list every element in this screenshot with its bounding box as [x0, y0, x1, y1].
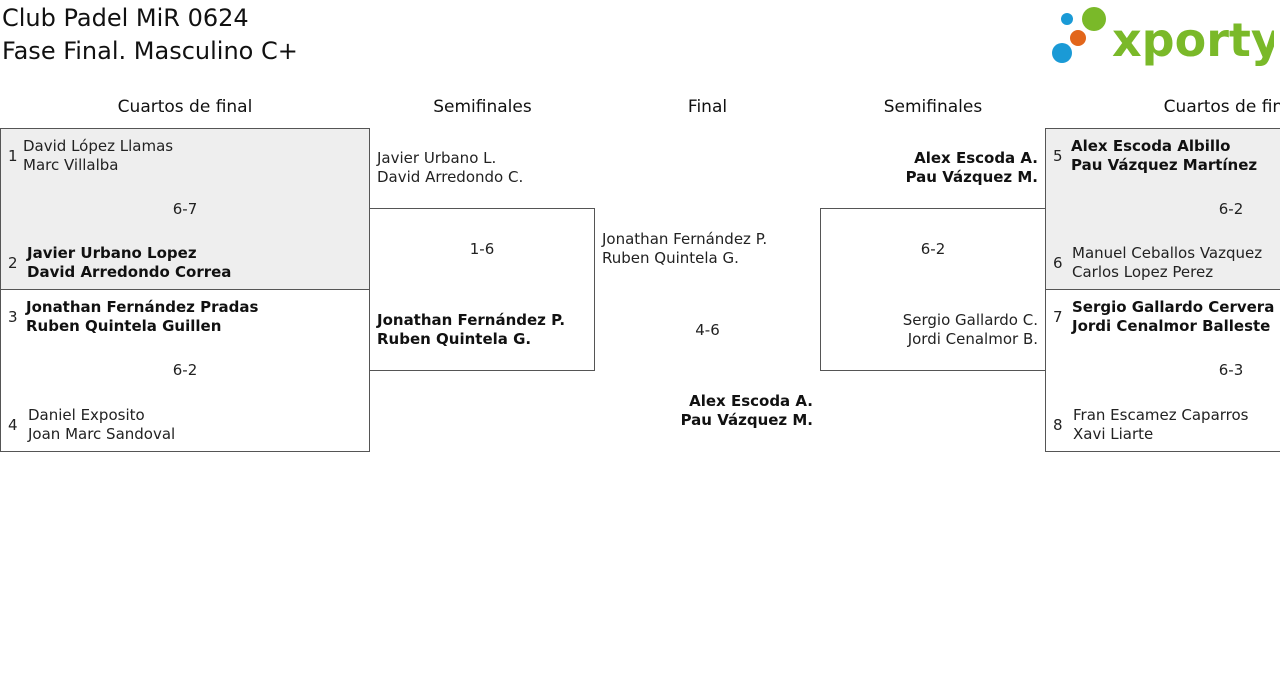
- match-score: 6-7: [172, 200, 198, 218]
- player-name: Pau Vázquez Martínez: [1071, 156, 1258, 174]
- match-sf-left: 1-6 Jonathan Fernández P. Ruben Quintela…: [369, 208, 595, 371]
- player-name: Sergio Gallardo C.: [902, 311, 1038, 329]
- player-name: Marc Villalba: [23, 156, 119, 174]
- round-header-sf-right: Semifinales: [883, 97, 983, 117]
- match-score: 1-6: [469, 240, 495, 258]
- champion-pair: Alex Escoda A. Pau Vázquez M.: [595, 392, 813, 430]
- player-name: Jordi Cenalmor B.: [907, 330, 1038, 348]
- seed-number: 5: [1053, 147, 1063, 165]
- team-pair: Daniel Exposito Joan Marc Sandoval: [28, 406, 175, 444]
- match-qf-right-1: 5 Alex Escoda Albillo Pau Vázquez Martín…: [1045, 128, 1280, 290]
- player-name: Sergio Gallardo Cervera: [1072, 298, 1275, 316]
- round-header-final: Final: [687, 97, 728, 117]
- player-name: Jonathan Fernández Pradas: [26, 298, 259, 316]
- page-title: Club Padel MiR 0624: [2, 4, 249, 32]
- player-name: Jonathan Fernández P.: [602, 230, 768, 248]
- round-header-qf-right: Cuartos de final: [1163, 97, 1280, 117]
- seed-number: 2: [8, 254, 18, 272]
- player-name: Joan Marc Sandoval: [28, 425, 176, 443]
- logo-text: xporty: [1112, 13, 1274, 66]
- player-name: Ruben Quintela Guillen: [26, 317, 222, 335]
- match-sf-right: 6-2 Sergio Gallardo C. Jordi Cenalmor B.: [820, 208, 1046, 371]
- round-header-qf-left: Cuartos de final: [117, 97, 253, 117]
- player-name: Manuel Ceballos Vazquez: [1072, 244, 1263, 262]
- seed-number: 4: [8, 416, 18, 434]
- match-score: 6-2: [920, 240, 946, 258]
- page-subtitle: Fase Final. Masculino C+: [2, 37, 298, 65]
- match-qf-right-2: 7 Sergio Gallardo Cervera Jordi Cenalmor…: [1045, 289, 1280, 452]
- seed-number: 7: [1053, 308, 1063, 326]
- logo-dot-blue: [1052, 43, 1072, 63]
- team-pair: David López Llamas Marc Villalba: [23, 137, 173, 175]
- round-header-sf-left: Semifinales: [433, 97, 532, 117]
- team-pair-winner: Alex Escoda A. Pau Vázquez M.: [820, 149, 1038, 187]
- player-name: Jonathan Fernández P.: [377, 311, 566, 329]
- seed-number: 3: [8, 308, 18, 326]
- team-pair-winner: Javier Urbano Lopez David Arredondo Corr…: [27, 244, 231, 282]
- player-name: Alex Escoda A.: [914, 149, 1038, 167]
- player-name: David Arredondo Correa: [27, 263, 232, 281]
- player-name: Fran Escamez Caparros: [1073, 406, 1249, 424]
- player-name: Xavi Liarte: [1073, 425, 1154, 443]
- player-name: Pau Vázquez M.: [680, 411, 813, 429]
- seed-number: 6: [1053, 254, 1063, 272]
- match-score: 6-2: [172, 361, 198, 379]
- player-name: Carlos Lopez Perez: [1072, 263, 1214, 281]
- team-pair: Manuel Ceballos Vazquez Carlos Lopez Per…: [1072, 244, 1262, 282]
- team-pair-winner: Jonathan Fernández P. Ruben Quintela G.: [377, 311, 565, 349]
- xporty-logo: xporty: [1052, 7, 1274, 66]
- player-name: Javier Urbano L.: [377, 149, 497, 167]
- team-pair-winner: Alex Escoda Albillo Pau Vázquez Martínez: [1071, 137, 1257, 175]
- match-score: 6-2: [1218, 200, 1244, 218]
- team-pair-winner: Sergio Gallardo Cervera Jordi Cenalmor B…: [1072, 298, 1274, 336]
- logo-dot-green: [1082, 7, 1106, 31]
- player-name: David Arredondo C.: [377, 168, 524, 186]
- logo-dot-blue-small: [1061, 13, 1073, 25]
- team-pair: Jonathan Fernández P. Ruben Quintela G.: [602, 230, 767, 268]
- player-name: Alex Escoda Albillo: [1071, 137, 1231, 155]
- match-score: 6-3: [1218, 361, 1244, 379]
- player-name: David López Llamas: [23, 137, 174, 155]
- player-name: Ruben Quintela G.: [377, 330, 532, 348]
- team-pair: Fran Escamez Caparros Xavi Liarte: [1073, 406, 1249, 444]
- seed-number: 8: [1053, 416, 1063, 434]
- player-name: Daniel Exposito: [28, 406, 145, 424]
- player-name: Jordi Cenalmor Balleste: [1072, 317, 1271, 335]
- player-name: Alex Escoda A.: [689, 392, 813, 410]
- logo-dot-orange: [1070, 30, 1086, 46]
- match-qf-left-2: 3 Jonathan Fernández Pradas Ruben Quinte…: [0, 289, 370, 452]
- team-pair: Javier Urbano L. David Arredondo C.: [377, 149, 523, 187]
- team-pair-winner: Jonathan Fernández Pradas Ruben Quintela…: [26, 298, 258, 336]
- final-score: 4-6: [695, 321, 720, 339]
- player-name: Ruben Quintela G.: [602, 249, 739, 267]
- player-name: Pau Vázquez M.: [905, 168, 1038, 186]
- player-name: Javier Urbano Lopez: [27, 244, 197, 262]
- match-qf-left-1: 1 David López Llamas Marc Villalba 6-7 2…: [0, 128, 370, 290]
- seed-number: 1: [8, 147, 18, 165]
- team-pair: Sergio Gallardo C. Jordi Cenalmor B.: [821, 311, 1038, 349]
